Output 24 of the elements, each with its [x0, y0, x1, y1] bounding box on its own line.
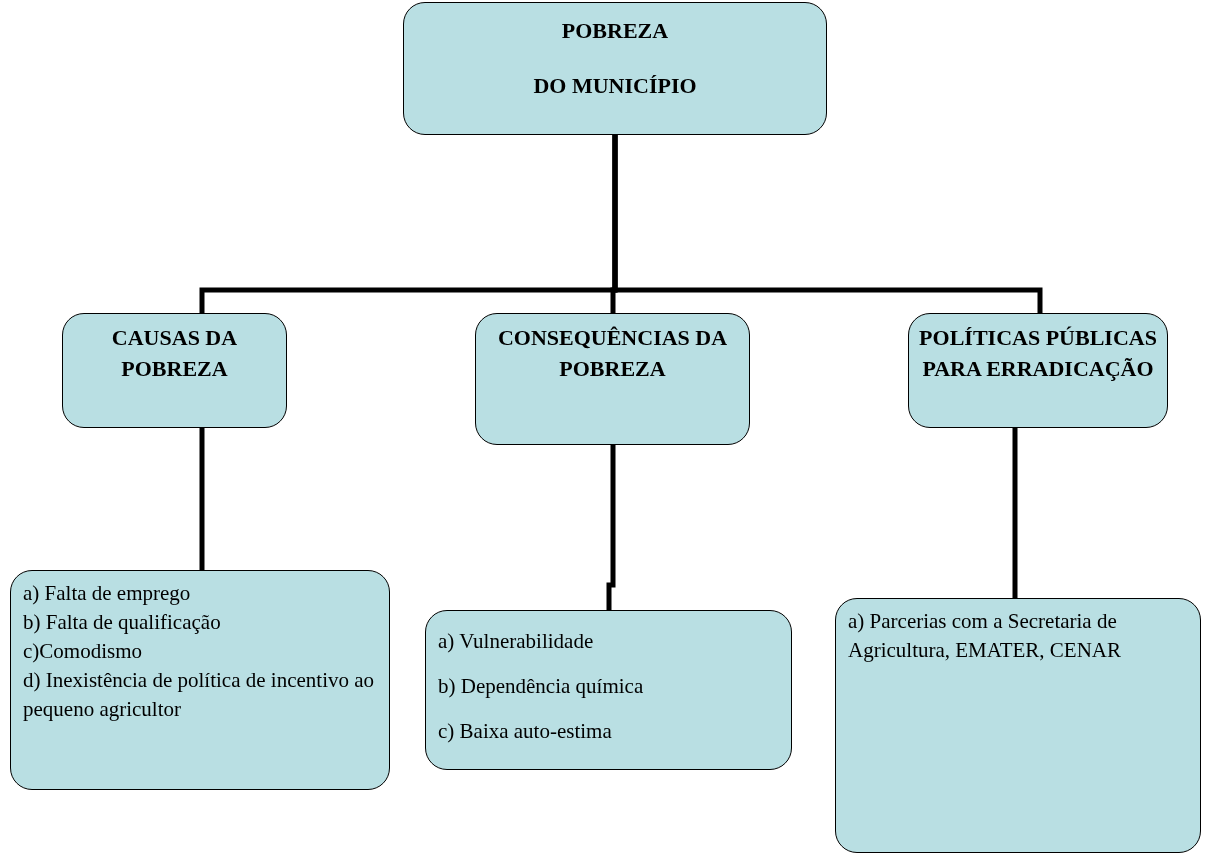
list-item: a) Parcerias com a Secretaria de Agricultura, EMATER, CENAR — [848, 608, 1122, 664]
topic-title: DO MUNICÍPIO — [533, 72, 697, 100]
list-box — [10, 570, 390, 790]
topic-title: CONSEQUÊNCIAS DA POBREZA — [496, 324, 729, 383]
topic-title: POLÍTICAS PÚBLICAS PARA ERRADICAÇÃO — [918, 324, 1158, 383]
topic-box — [475, 313, 750, 445]
list-item: a) Vulnerabilidade — [438, 628, 594, 655]
list-box — [835, 598, 1201, 853]
topic-box — [908, 313, 1168, 428]
list-box — [425, 610, 792, 770]
topic-box — [403, 2, 827, 135]
topic-box — [62, 313, 287, 428]
connector-line — [612, 135, 1043, 313]
topic-title: CAUSAS DA POBREZA — [110, 324, 239, 383]
list-item: c)Comodismo — [23, 638, 142, 665]
list-item: b) Falta de qualificação — [23, 609, 221, 636]
topic-title: POBREZA — [561, 17, 669, 45]
connector-line — [1012, 428, 1018, 598]
list-item: b) Dependência química — [438, 673, 644, 700]
connector-line — [606, 445, 616, 610]
list-item: d) Inexistência de política de incentivo ao pequeno agricultor — [23, 667, 376, 723]
list-item: c) Baixa auto-estima — [438, 718, 612, 745]
list-item: a) Falta de emprego — [23, 580, 191, 607]
connector-line — [199, 428, 205, 570]
